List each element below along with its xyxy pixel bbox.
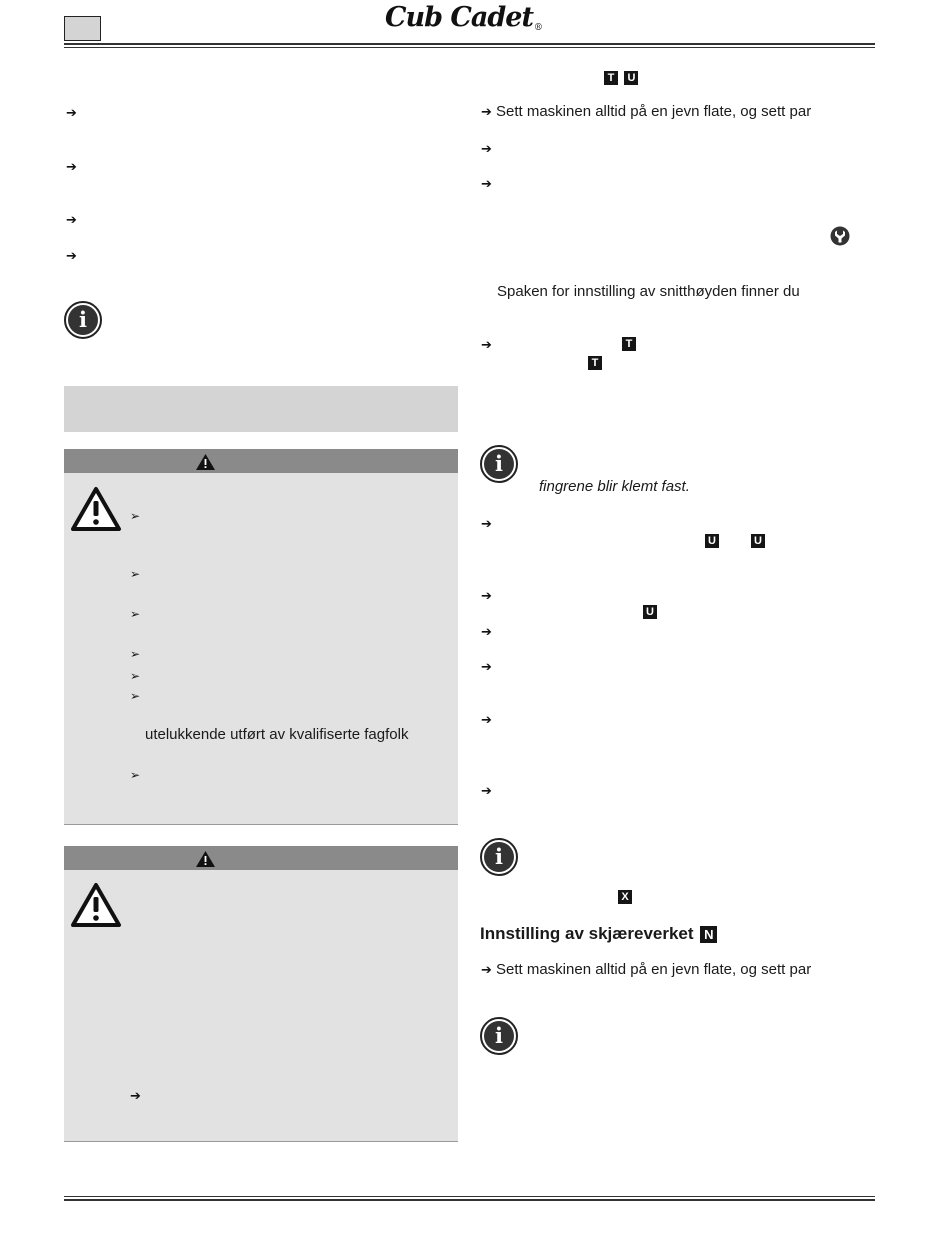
bullet-arrow-icon: ➔ <box>481 659 492 674</box>
bullet-arrow-icon: ➔ <box>481 104 492 119</box>
warning-text: utelukkende utført av kvalifiserte fagfo… <box>145 726 409 743</box>
key-label-t: T <box>622 337 636 351</box>
bullet-arrow-icon: ➔ <box>481 141 492 156</box>
warning-triangle-icon <box>71 883 121 927</box>
bullet-triangle-icon: ➢ <box>130 768 141 782</box>
footer-rule <box>64 1199 875 1201</box>
bullet-triangle-icon: ➢ <box>130 647 141 661</box>
warning-header <box>64 449 458 473</box>
page-number-box <box>64 16 101 41</box>
key-label-x: X <box>618 890 632 904</box>
warning-box <box>64 449 458 825</box>
bullet-triangle-icon: ➢ <box>130 509 141 523</box>
bullet-arrow-icon: ➔ <box>66 105 77 120</box>
bullet-arrow-icon: ➔ <box>481 783 492 798</box>
bullet-triangle-icon: ➢ <box>130 669 141 683</box>
bullet-arrow-icon: ➔ <box>481 624 492 639</box>
key-label-t: T <box>604 70 618 85</box>
warning-box <box>64 846 458 1142</box>
bullet-arrow-icon: ➔ <box>481 962 492 977</box>
instruction-text: Sett maskinen alltid på en jevn flate, o… <box>496 103 812 120</box>
wrench-icon <box>830 226 850 246</box>
section-heading: Innstilling av skjæreverket N <box>480 924 718 944</box>
gray-section-box <box>64 386 458 432</box>
warning-header <box>64 846 458 870</box>
warning-icon <box>196 851 215 867</box>
info-icon: i <box>64 301 102 339</box>
header-rule-thin <box>64 47 875 48</box>
bullet-triangle-icon: ➢ <box>130 567 141 581</box>
bullet-triangle-icon: ➢ <box>130 689 141 703</box>
bullet-arrow-icon: ➔ <box>481 588 492 603</box>
bullet-arrow-icon: ➔ <box>66 159 77 174</box>
bullet-arrow-icon: ➔ <box>66 212 77 227</box>
bullet-arrow-icon: ➔ <box>481 337 492 352</box>
instruction-text: Sett maskinen alltid på en jevn flate, o… <box>496 961 812 978</box>
key-label-u: U <box>705 534 719 548</box>
key-label-u: U <box>751 534 765 548</box>
key-label-u: U <box>643 605 657 619</box>
bullet-arrow-icon: ➔ <box>481 712 492 727</box>
key-label-n: N <box>700 926 718 944</box>
info-icon: i <box>480 838 518 876</box>
key-label-u: U <box>624 70 639 85</box>
instruction-text: Spaken for innstilling av snitthøyden fi… <box>497 283 800 300</box>
key-labels: T U <box>604 69 639 87</box>
bullet-arrow-icon: ➔ <box>66 248 77 263</box>
key-label-t: T <box>588 356 602 370</box>
bullet-arrow-icon: ➔ <box>481 176 492 191</box>
bullet-arrow-icon: ➔ <box>130 1088 141 1103</box>
bullet-triangle-icon: ➢ <box>130 607 141 621</box>
info-icon: i <box>480 445 518 483</box>
info-icon: i <box>480 1017 518 1055</box>
footer-rule-thin <box>64 1196 875 1197</box>
cub-cadet-logo: Cub Cadet® <box>385 2 543 33</box>
header-rule <box>64 43 875 45</box>
warning-triangle-icon <box>71 487 121 531</box>
note-text: fingrene blir klemt fast. <box>539 478 690 495</box>
bullet-arrow-icon: ➔ <box>481 516 492 531</box>
warning-icon <box>196 454 215 470</box>
